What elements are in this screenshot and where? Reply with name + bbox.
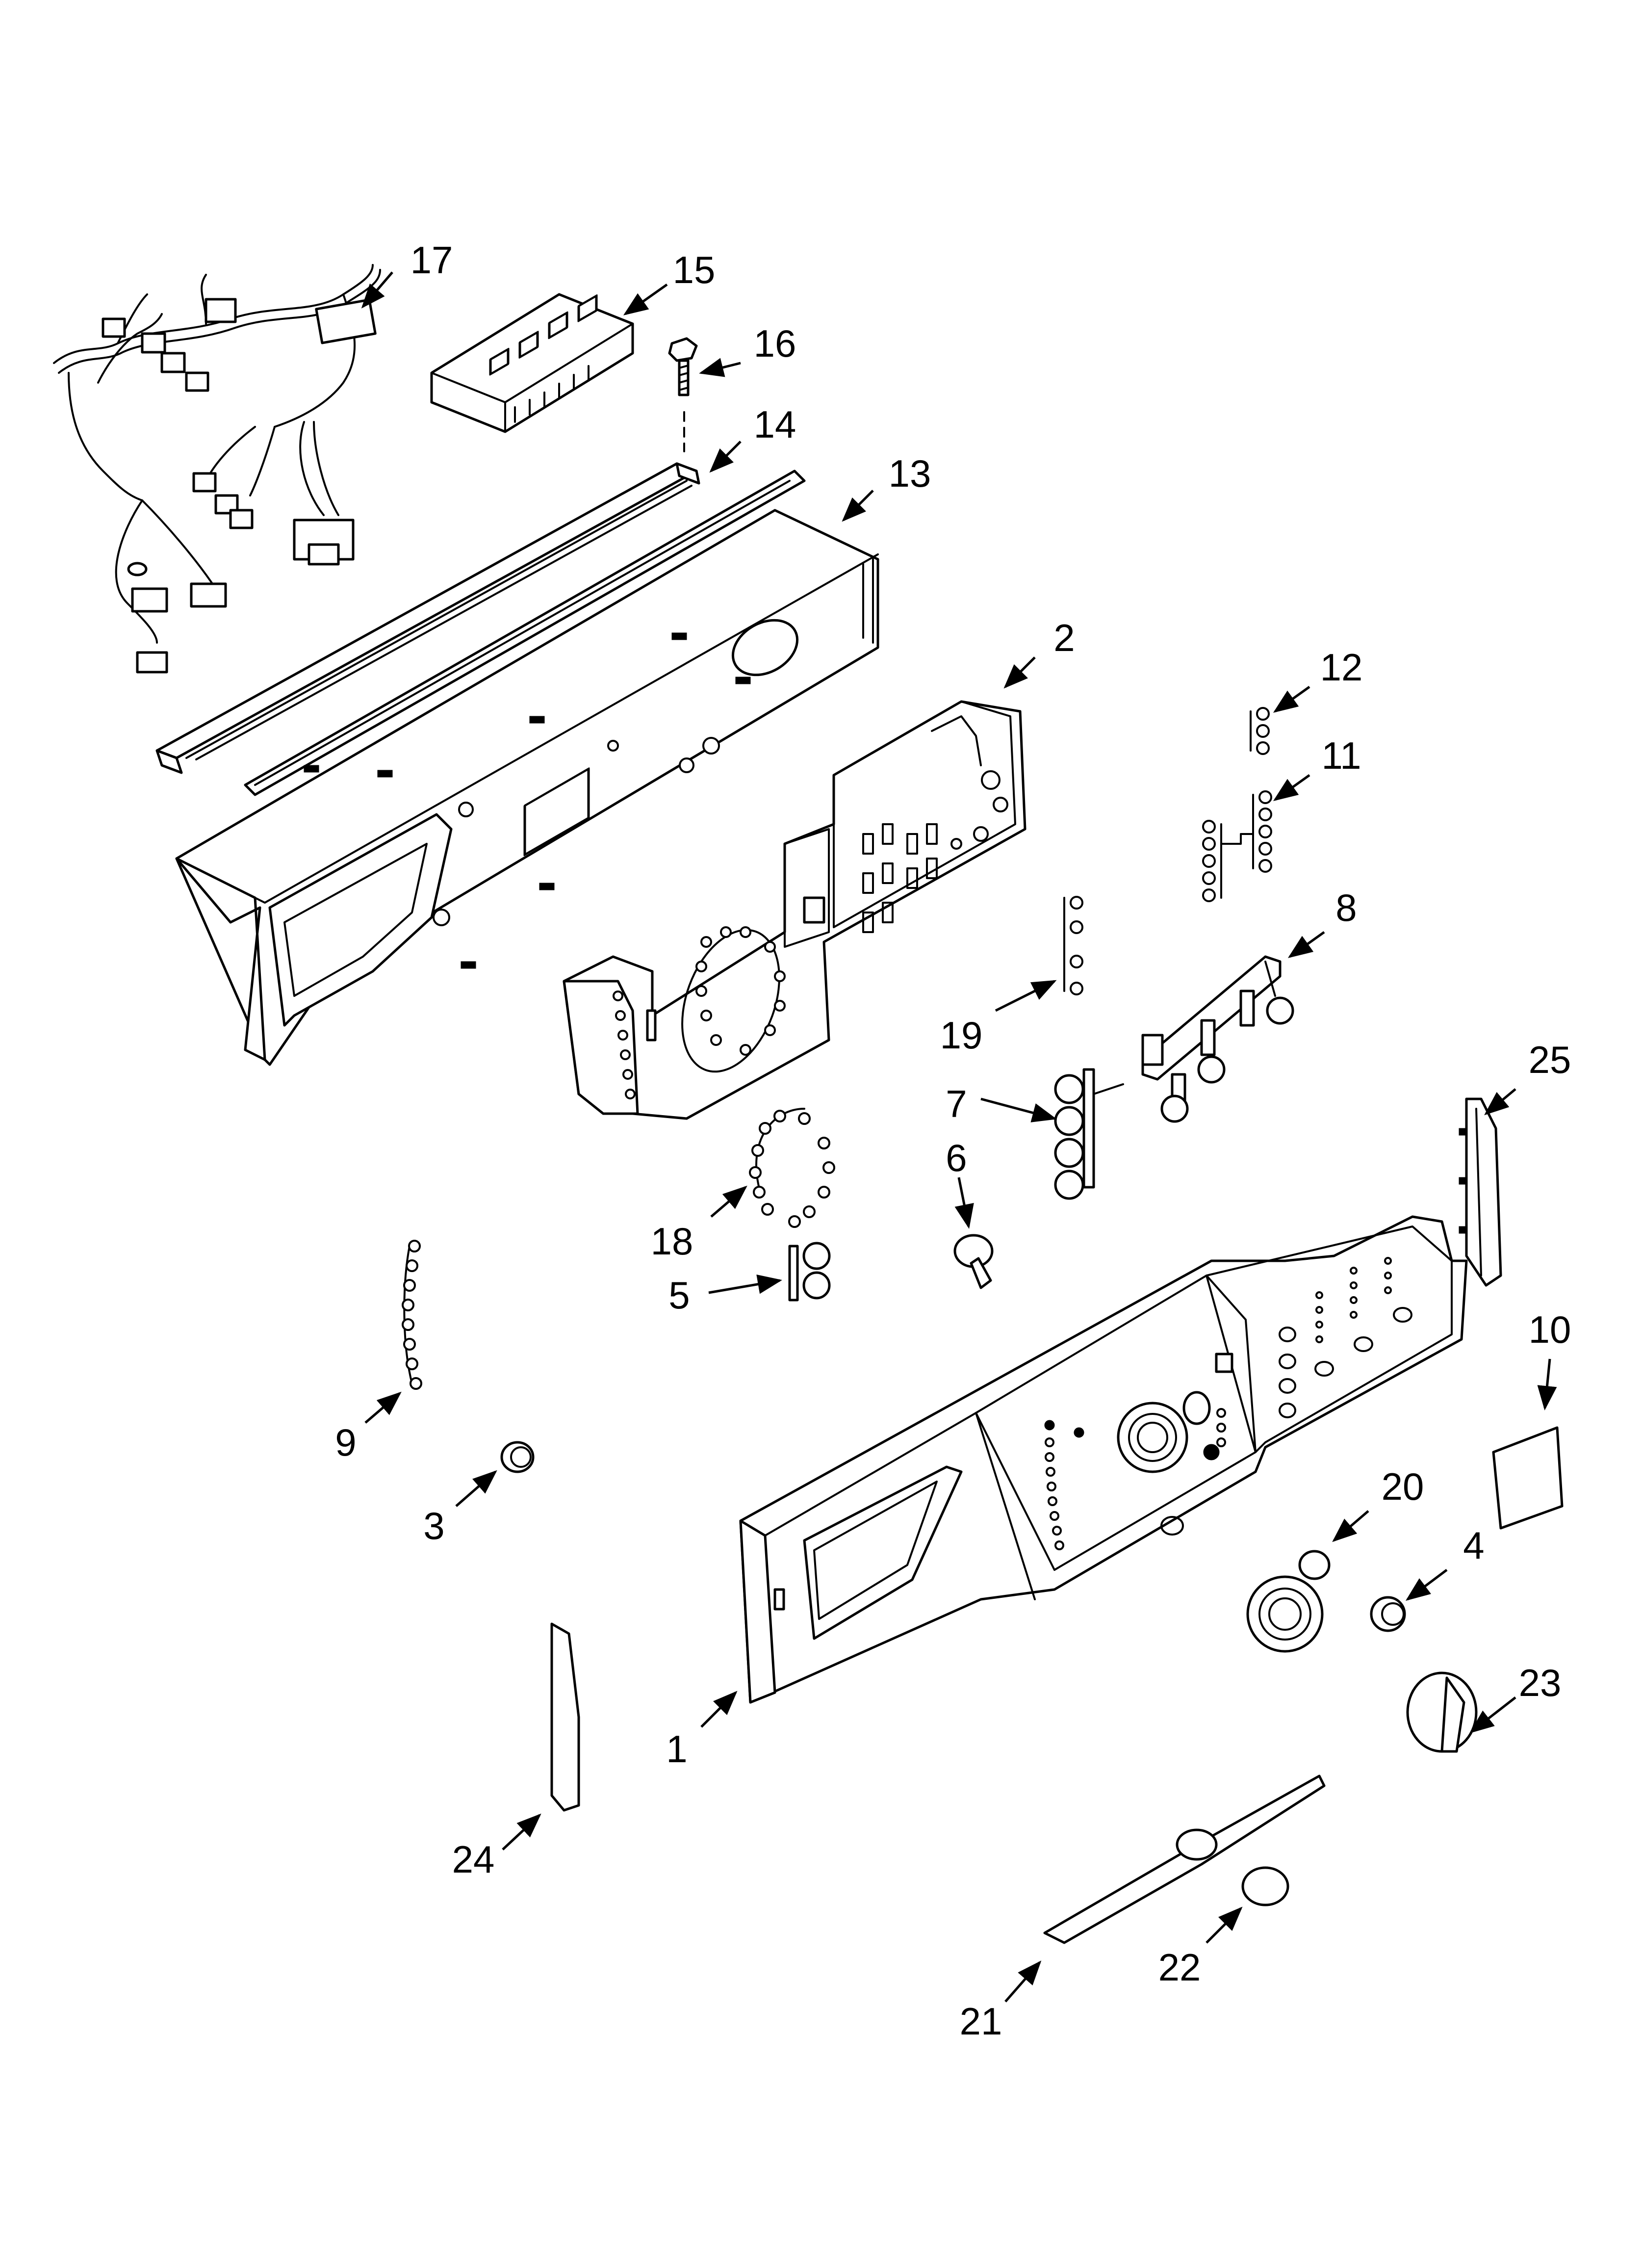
- callout-18: 18: [650, 1220, 693, 1263]
- callout-13: 13: [888, 452, 931, 495]
- support-rail: [155, 462, 700, 774]
- callout-11: 11: [1321, 734, 1361, 777]
- callout-5: 5: [668, 1274, 690, 1317]
- callout-20: 20: [1381, 1465, 1424, 1508]
- encoder-ring: [749, 1108, 835, 1228]
- right-trim-strip: [1459, 1097, 1502, 1287]
- selector-knob: [1406, 1671, 1478, 1753]
- callout-12: 12: [1320, 646, 1363, 689]
- console-indicators-left: [1044, 1420, 1084, 1550]
- dial-ring: [1246, 1550, 1331, 1653]
- screw: [668, 337, 698, 452]
- callout-leaders: [361, 271, 1557, 2003]
- callout-14: 14: [753, 403, 796, 446]
- user-interface-housing: [563, 700, 1026, 1120]
- switch-strip-3: [1250, 707, 1270, 755]
- light-pipe-strip: [402, 1240, 422, 1390]
- callout-8: 8: [1335, 886, 1357, 929]
- button-bracket: [1141, 955, 1294, 1123]
- wire-harness: [53, 264, 381, 674]
- switch-strip-5: [1202, 790, 1272, 902]
- console-buttons-right: [1279, 1257, 1412, 1418]
- callout-3: 3: [423, 1504, 445, 1547]
- callout-1: 1: [666, 1727, 688, 1771]
- callout-21: 21: [959, 2000, 1002, 2043]
- control-board: [430, 293, 634, 433]
- small-knob: [953, 1234, 994, 1289]
- callout-24: 24: [452, 1838, 495, 1881]
- callout-16: 16: [753, 322, 796, 365]
- badge-disc: [1241, 1866, 1289, 1906]
- callout-4: 4: [1463, 1524, 1485, 1567]
- callout-7: 7: [946, 1082, 967, 1125]
- label-plate: [1492, 1426, 1564, 1530]
- left-trim-strip: [550, 1622, 580, 1812]
- callout-10: 10: [1528, 1308, 1571, 1351]
- callout-6: 6: [946, 1136, 967, 1179]
- callout-22: 22: [1158, 1946, 1201, 1989]
- callout-15: 15: [672, 248, 716, 291]
- button-cluster-4: [1054, 1068, 1124, 1200]
- callout-25: 25: [1528, 1038, 1571, 1081]
- button-pair: [788, 1242, 831, 1302]
- console-chassis: [175, 469, 879, 1066]
- small-button-left: [500, 1441, 535, 1473]
- decor-strip: [1043, 1774, 1326, 1944]
- switch-strip-4: [1063, 896, 1083, 995]
- callout-2: 2: [1053, 616, 1075, 659]
- callout-17: 17: [410, 238, 453, 282]
- callout-23: 23: [1518, 1661, 1562, 1704]
- console-panel: [739, 1215, 1468, 1704]
- callout-9: 9: [335, 1421, 357, 1464]
- callout-19: 19: [940, 1014, 983, 1057]
- small-button-right: [1370, 1596, 1406, 1632]
